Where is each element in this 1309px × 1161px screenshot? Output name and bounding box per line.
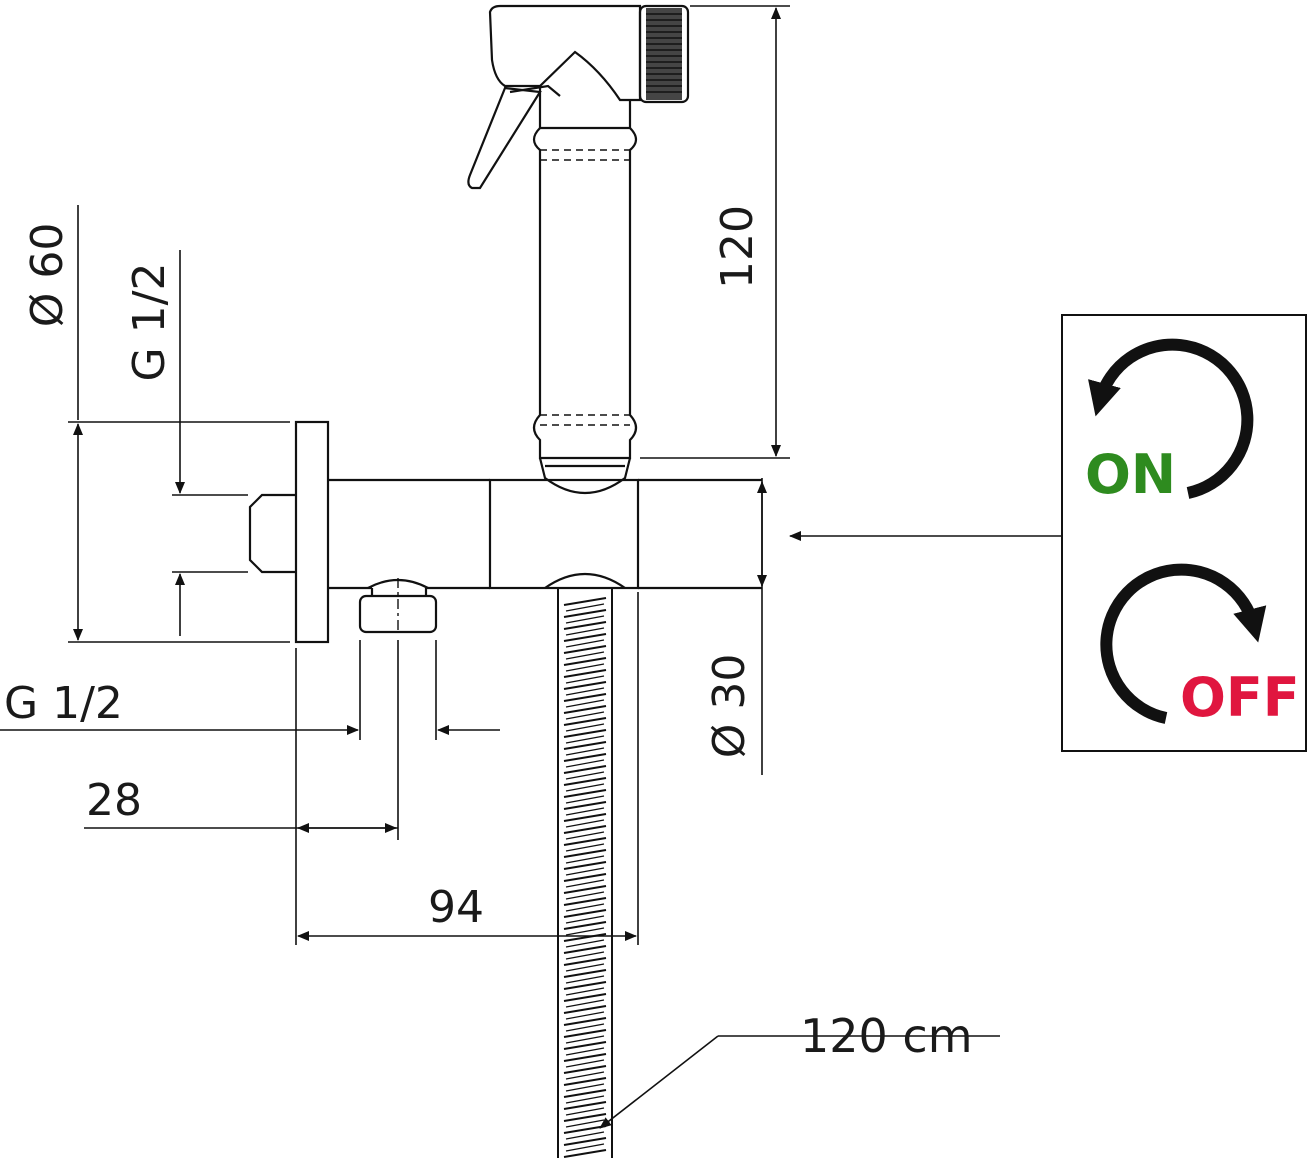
dimension-outlet-thread: G 1/2 xyxy=(4,678,123,729)
clockwise-arrow-icon xyxy=(1100,563,1267,724)
dimension-body-diameter: Ø 30 xyxy=(704,654,755,759)
off-label: OFF xyxy=(1180,666,1300,729)
dimension-hose-length: 120 cm xyxy=(800,1009,973,1063)
on-label: ON xyxy=(1085,443,1176,506)
valve-body xyxy=(248,420,762,644)
on-off-legend: ON OFF xyxy=(1061,314,1307,752)
hand-shower xyxy=(467,4,690,495)
dimension-projection: 94 xyxy=(428,882,484,933)
dimension-rosette-diameter: Ø 60 xyxy=(22,223,73,328)
dimension-lines xyxy=(0,5,1062,1129)
dimension-handset-height: 120 xyxy=(712,205,763,289)
flexible-hose xyxy=(557,588,613,1158)
dimension-outlet-offset: 28 xyxy=(86,775,142,826)
dimension-inlet-thread: G 1/2 xyxy=(124,263,175,382)
counterclockwise-arrow-icon xyxy=(1088,338,1254,499)
